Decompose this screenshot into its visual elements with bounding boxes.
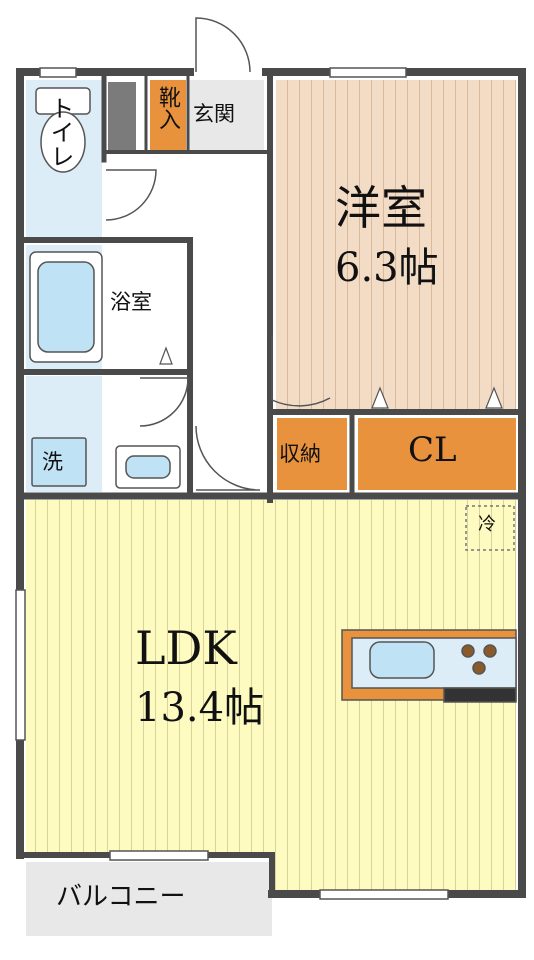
toilet-label: トイレ xyxy=(46,96,74,168)
entrance-label: 玄関 xyxy=(193,102,235,126)
toilet-fixture xyxy=(35,87,91,173)
ldk-lower-floor xyxy=(275,850,516,890)
balcony-floor xyxy=(26,862,272,936)
bathtub-fixture xyxy=(29,251,103,363)
ldk-size: 13.4帖 xyxy=(135,685,265,731)
closet-doors xyxy=(159,346,503,409)
hall-floor xyxy=(102,152,266,497)
bathroom-label: 浴室 xyxy=(110,290,152,314)
fridge-space xyxy=(465,505,515,551)
entrance-floor xyxy=(188,80,264,152)
closet-fill xyxy=(358,418,516,490)
ldk-name: LDK xyxy=(135,621,237,675)
kitchen-counter xyxy=(341,629,517,703)
western-room-name: 洋室 xyxy=(335,181,427,235)
western-room-floor xyxy=(276,80,516,410)
storage-fill xyxy=(277,418,347,490)
storage-label: 収納 xyxy=(279,442,321,466)
closet-label: CL xyxy=(408,430,457,470)
washer-label: 洗 xyxy=(42,450,63,474)
washer-fixture xyxy=(31,437,181,489)
shoe-storage-label: 靴入 xyxy=(155,86,180,130)
shoe-dark-block xyxy=(108,82,136,152)
balcony-label: バルコニー xyxy=(56,882,186,912)
doors xyxy=(105,17,331,491)
fridge-label: 冷 xyxy=(478,514,496,535)
shoe-storage-fill xyxy=(150,80,186,152)
windows xyxy=(15,67,449,900)
western-room-size: 6.3帖 xyxy=(335,245,439,291)
